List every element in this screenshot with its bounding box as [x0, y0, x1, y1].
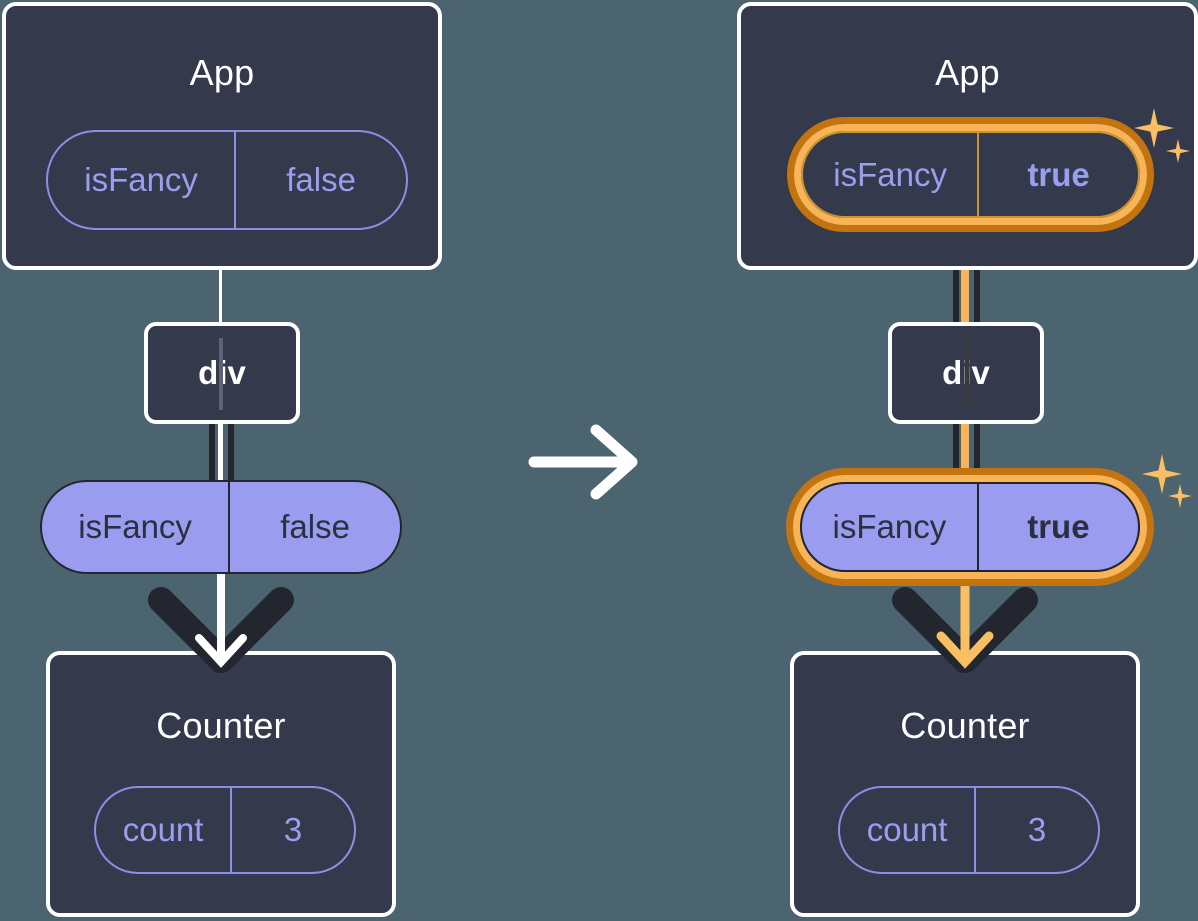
counter-state-pill-after[interactable]: count 3: [838, 786, 1100, 874]
connector-div-to-props-dark-left-b: [228, 420, 234, 486]
connector-app-to-div-orange-right: [961, 232, 969, 330]
connector-div-to-props-orange-right: [961, 420, 969, 486]
connector-div-inner-right: [965, 340, 969, 408]
pill-value: false: [228, 482, 400, 572]
counter-title-after: Counter: [900, 705, 1030, 746]
pill-value: false: [234, 132, 406, 228]
sparkle-big-icon: [1142, 454, 1182, 494]
app-title-after: App: [935, 52, 1000, 93]
connector-div-to-props-dark-right-a: [953, 420, 959, 486]
counter-node-before[interactable]: Counter count 3: [46, 651, 396, 917]
connector-div-to-props-white-left: [218, 420, 223, 486]
pill-key: isFancy: [84, 161, 198, 198]
connector-app-to-div-dark-right-a: [953, 232, 959, 330]
pill-value: 3: [974, 788, 1098, 872]
connector-app-to-div-dark-right-b: [974, 232, 980, 330]
counter-node-after[interactable]: Counter count 3: [790, 651, 1140, 917]
sparkle-small-icon: [1168, 484, 1192, 508]
app-state-pill-highlight-ring-after: [787, 117, 1154, 232]
pill-key: count: [866, 811, 948, 848]
pill-value: true: [977, 133, 1138, 216]
app-state-pill-before[interactable]: isFancy false: [46, 130, 408, 230]
connector-div-to-props-dark-right-b: [974, 420, 980, 486]
pill-key: count: [122, 811, 204, 848]
counter-state-pill-before[interactable]: count 3: [94, 786, 356, 874]
props-pill-before[interactable]: isFancy false: [40, 480, 402, 574]
props-pill-highlight-ring-after: [786, 468, 1154, 586]
connector-div-to-props-dark-left-a: [209, 420, 215, 486]
app-state-pill-after[interactable]: isFancy true: [801, 131, 1140, 218]
pill-value: true: [976, 484, 1138, 570]
app-title-before: App: [189, 52, 255, 93]
pill-key: isFancy: [833, 155, 947, 193]
connector-div-inner-left: [219, 340, 223, 408]
arrow-props-to-counter-before: [148, 570, 294, 673]
pill-value: 3: [230, 788, 354, 872]
pill-key: isFancy: [832, 508, 947, 545]
app-node-before[interactable]: App isFancy false: [2, 2, 442, 270]
arrow-props-to-counter-after: [892, 570, 1038, 673]
pill-key: isFancy: [78, 508, 192, 545]
props-pill-after[interactable]: isFancy true: [800, 482, 1140, 572]
transition-arrow-right-icon: [528, 424, 638, 500]
counter-title-before: Counter: [156, 705, 286, 746]
connector-app-to-div-left: [219, 266, 222, 322]
